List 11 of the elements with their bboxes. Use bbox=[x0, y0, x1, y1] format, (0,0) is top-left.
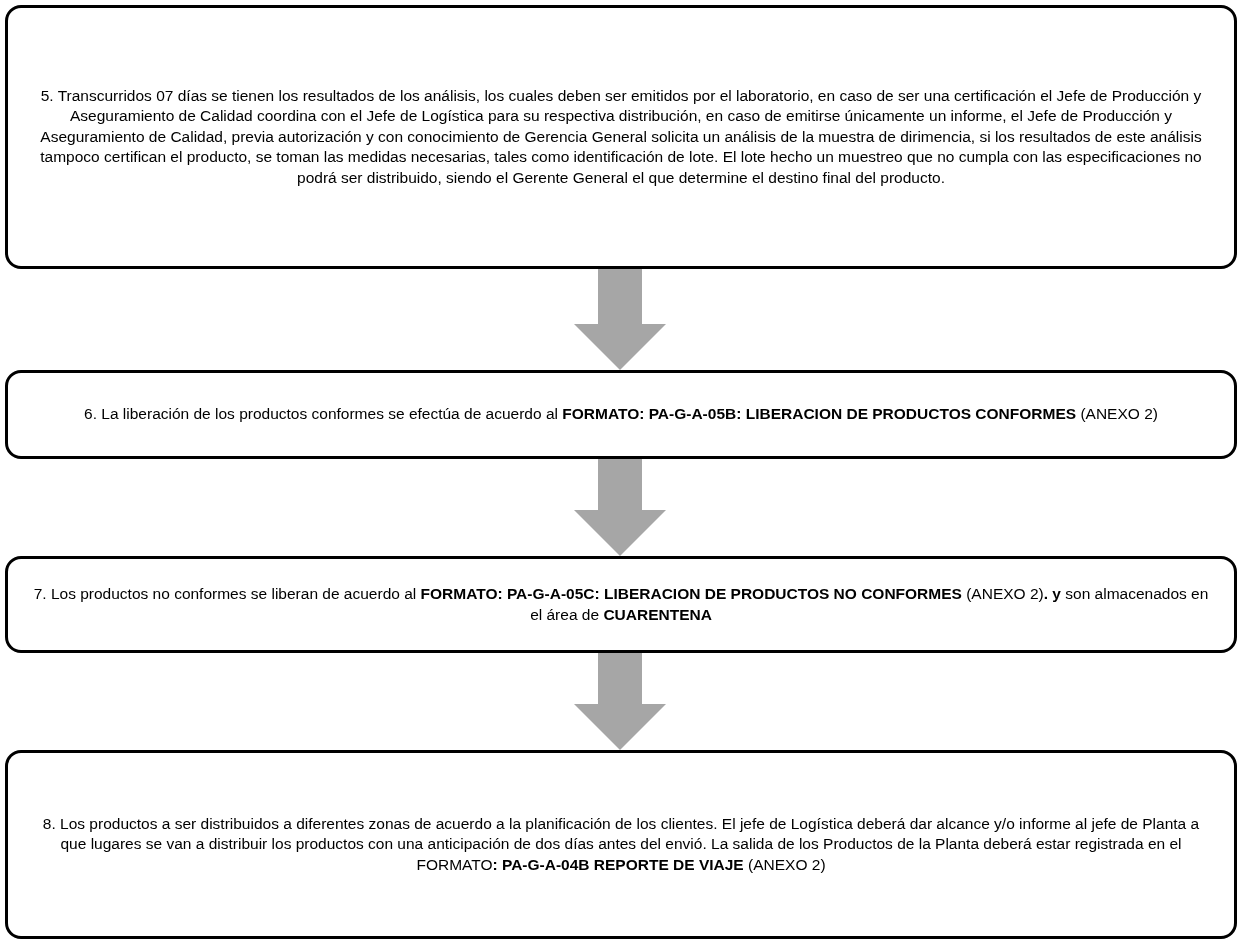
process-box bbox=[5, 750, 1237, 939]
step-text: 6. La liberación de los productos conformes se efectúa de acuerdo al FORMATO: PA-G-A-05B: LIBERACION DE PRODUCTOS CONFORMES (ANEXO 2) bbox=[84, 404, 1158, 425]
block-arrow bbox=[574, 459, 666, 556]
step-text: 5. Transcurridos 07 días se tienen los resultados de los análisis, los cuales deben ser emitidos por el laboratorio, en caso de ser una certificación el Jefe de Producción y Aseguramiento de Calidad coordina con el Jefe de Logística para su respectiva distribución, en caso de emitirse únicamente un informe, el Jefe de Producción y Aseguramiento de Calidad, previa autorización y con conocimiento de Gerencia General solicita un análisis de la muestra de dirimencia, si los resultados de este análisis tampoco certifican el producto, se toman las medidas necesarias, tales como identificación de lote. El lote hecho un muestreo que no cumpla con las especificaciones no podrá ser distribuido, siendo el Gerente General el que determine el destino final del producto. bbox=[39, 85, 1203, 188]
process-box bbox=[5, 5, 1237, 269]
process-box bbox=[5, 556, 1237, 653]
step-text: 7. Los productos no conformes se liberan de acuerdo al FORMATO: PA-G-A-05C: LIBERACION DE PRODUCTOS NO CONFORMES (ANEXO 2). y son almacenados en el área de CUARENTENA bbox=[32, 584, 1210, 625]
process-box bbox=[5, 370, 1237, 459]
block-arrow bbox=[574, 653, 666, 750]
block-arrow bbox=[574, 269, 666, 370]
step-text: 8. Los productos a ser distribuidos a diferentes zonas de acuerdo a la planificación de los clientes. El jefe de Logística deberá dar alcance y/o informe al jefe de Planta a que lugares se van a distribuir los productos con una anticipación de dos días antes del envió. La salida de los Productos de la Planta deberá estar registrada en el FORMATO: PA-G-A-04B REPORTE DE VIAJE (ANEXO 2) bbox=[41, 813, 1201, 875]
